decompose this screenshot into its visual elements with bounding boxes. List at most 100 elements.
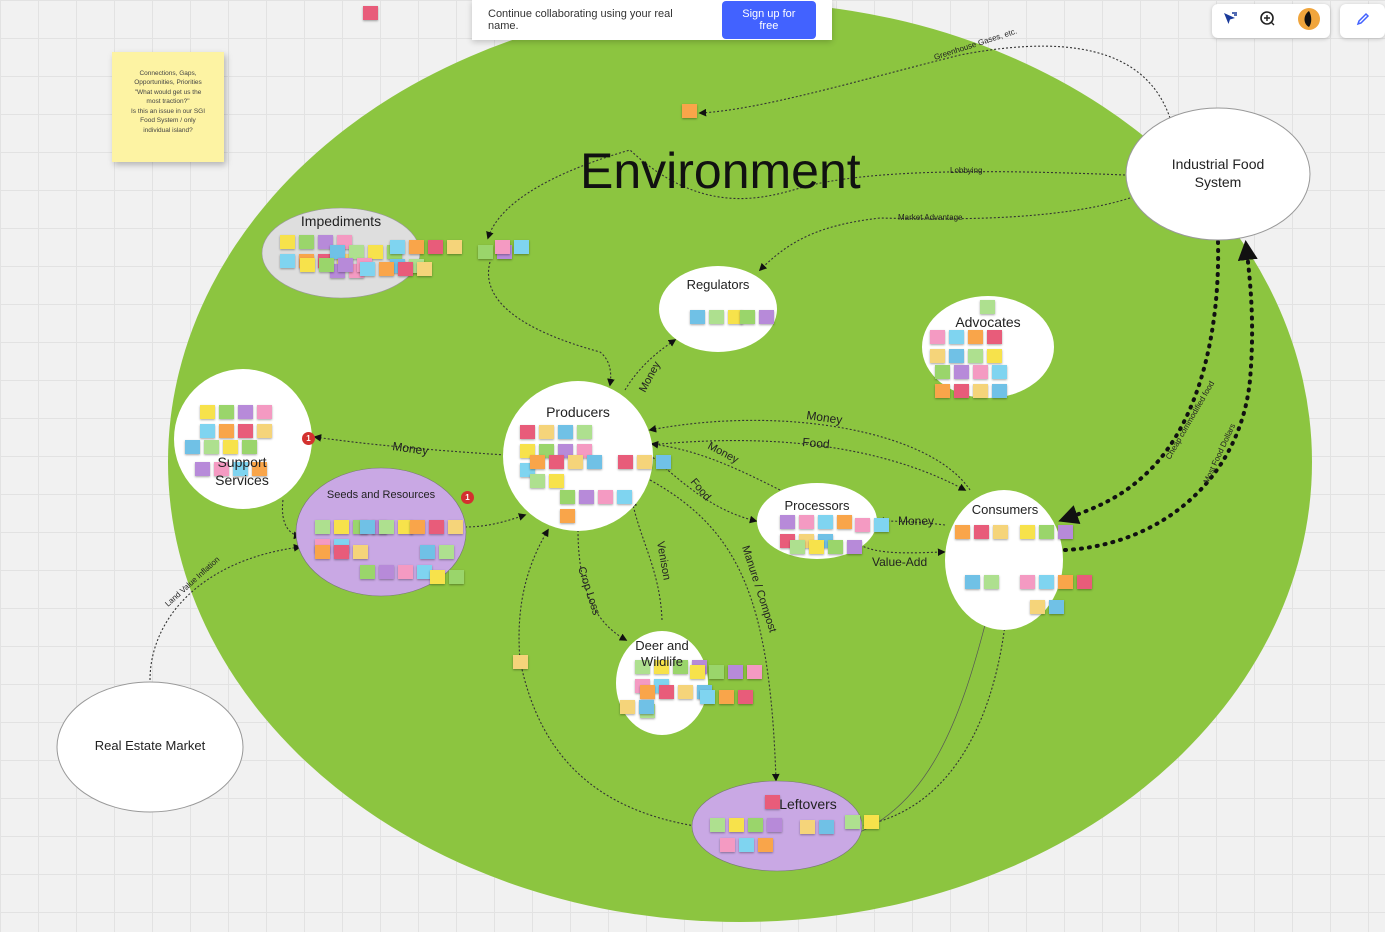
small-sticky-note[interactable] xyxy=(678,685,693,699)
small-sticky-note[interactable] xyxy=(363,6,378,20)
small-sticky-note[interactable] xyxy=(930,349,945,363)
small-sticky-note[interactable] xyxy=(1039,525,1054,539)
small-sticky-note[interactable] xyxy=(428,240,443,254)
small-sticky-note[interactable] xyxy=(682,104,697,118)
small-sticky-note[interactable] xyxy=(349,245,364,259)
small-sticky-note[interactable] xyxy=(765,795,780,809)
small-sticky-note[interactable] xyxy=(673,660,688,674)
small-sticky-note[interactable] xyxy=(654,660,669,674)
small-sticky-note[interactable] xyxy=(514,240,529,254)
small-sticky-note[interactable] xyxy=(949,330,964,344)
small-sticky-note[interactable] xyxy=(257,424,272,438)
small-sticky-note[interactable] xyxy=(710,818,725,832)
small-sticky-note[interactable] xyxy=(318,235,333,249)
small-sticky-note[interactable] xyxy=(980,300,995,314)
small-sticky-note[interactable] xyxy=(280,254,295,268)
edge-market-advantage[interactable] xyxy=(758,197,1131,272)
small-sticky-note[interactable] xyxy=(219,424,234,438)
small-sticky-note[interactable] xyxy=(758,838,773,852)
small-sticky-note[interactable] xyxy=(819,820,834,834)
small-sticky-note[interactable] xyxy=(973,384,988,398)
edge-food-consumers[interactable] xyxy=(649,440,967,491)
small-sticky-note[interactable] xyxy=(987,349,1002,363)
comment-add-icon[interactable] xyxy=(1258,9,1278,34)
small-sticky-note[interactable] xyxy=(847,540,862,554)
small-sticky-note[interactable] xyxy=(300,258,315,272)
small-sticky-note[interactable] xyxy=(280,235,295,249)
small-sticky-note[interactable] xyxy=(659,685,674,699)
small-sticky-note[interactable] xyxy=(368,245,383,259)
small-sticky-note[interactable] xyxy=(968,330,983,344)
small-sticky-note[interactable] xyxy=(495,240,510,254)
small-sticky-note[interactable] xyxy=(577,444,592,458)
small-sticky-note[interactable] xyxy=(417,262,432,276)
small-sticky-note[interactable] xyxy=(257,405,272,419)
small-sticky-note[interactable] xyxy=(319,258,334,272)
edge-crop-loss[interactable] xyxy=(577,529,628,641)
small-sticky-note[interactable] xyxy=(800,820,815,834)
small-sticky-note[interactable] xyxy=(640,685,655,699)
user-avatar-icon[interactable] xyxy=(1297,7,1321,36)
edge-manure[interactable] xyxy=(649,479,780,782)
small-sticky-note[interactable] xyxy=(219,405,234,419)
small-sticky-note[interactable] xyxy=(558,425,573,439)
small-sticky-note[interactable] xyxy=(448,520,463,534)
small-sticky-note[interactable] xyxy=(185,440,200,454)
small-sticky-note[interactable] xyxy=(598,490,613,504)
small-sticky-note[interactable] xyxy=(790,540,805,554)
small-sticky-note[interactable] xyxy=(379,520,394,534)
small-sticky-note[interactable] xyxy=(513,655,528,669)
small-sticky-note[interactable] xyxy=(949,349,964,363)
small-sticky-note[interactable] xyxy=(759,310,774,324)
small-sticky-note[interactable] xyxy=(935,365,950,379)
small-sticky-note[interactable] xyxy=(874,518,889,532)
small-sticky-note[interactable] xyxy=(728,665,743,679)
comment-badge[interactable]: 1 xyxy=(461,491,474,504)
small-sticky-note[interactable] xyxy=(635,660,650,674)
small-sticky-note[interactable] xyxy=(864,815,879,829)
signup-button[interactable]: Sign up for free xyxy=(721,1,816,39)
small-sticky-note[interactable] xyxy=(974,525,989,539)
small-sticky-note[interactable] xyxy=(748,818,763,832)
small-sticky-note[interactable] xyxy=(965,575,980,589)
small-sticky-note[interactable] xyxy=(195,462,210,476)
small-sticky-note[interactable] xyxy=(520,425,535,439)
small-sticky-note[interactable] xyxy=(330,245,345,259)
small-sticky-note[interactable] xyxy=(223,440,238,454)
small-sticky-note[interactable] xyxy=(539,425,554,439)
small-sticky-note[interactable] xyxy=(214,462,229,476)
small-sticky-note[interactable] xyxy=(398,262,413,276)
small-sticky-note[interactable] xyxy=(993,525,1008,539)
small-sticky-note[interactable] xyxy=(379,565,394,579)
small-sticky-note[interactable] xyxy=(955,525,970,539)
small-sticky-note[interactable] xyxy=(549,455,564,469)
small-sticky-note[interactable] xyxy=(954,384,969,398)
small-sticky-note[interactable] xyxy=(410,520,425,534)
real-estate-market-node[interactable] xyxy=(56,681,244,813)
small-sticky-note[interactable] xyxy=(709,665,724,679)
small-sticky-note[interactable] xyxy=(1049,600,1064,614)
small-sticky-note[interactable] xyxy=(984,575,999,589)
edge-sticky-to-producers[interactable] xyxy=(488,261,615,387)
small-sticky-note[interactable] xyxy=(767,818,782,832)
small-sticky-note[interactable] xyxy=(845,815,860,829)
small-sticky-note[interactable] xyxy=(780,515,795,529)
small-sticky-note[interactable] xyxy=(398,565,413,579)
small-sticky-note[interactable] xyxy=(809,540,824,554)
small-sticky-note[interactable] xyxy=(1039,575,1054,589)
small-sticky-note[interactable] xyxy=(973,365,988,379)
small-sticky-note[interactable] xyxy=(530,474,545,488)
edge-greenhouse[interactable] xyxy=(698,45,1171,119)
small-sticky-note[interactable] xyxy=(577,425,592,439)
small-sticky-note[interactable] xyxy=(799,515,814,529)
small-sticky-note[interactable] xyxy=(1077,575,1092,589)
small-sticky-note[interactable] xyxy=(360,565,375,579)
small-sticky-note[interactable] xyxy=(720,838,735,852)
small-sticky-note[interactable] xyxy=(379,262,394,276)
edge-money-processors[interactable] xyxy=(650,440,781,491)
small-sticky-note[interactable] xyxy=(334,520,349,534)
small-sticky-note[interactable] xyxy=(992,384,1007,398)
cursor-arrow-icon[interactable] xyxy=(1221,10,1239,33)
small-sticky-note[interactable] xyxy=(360,520,375,534)
